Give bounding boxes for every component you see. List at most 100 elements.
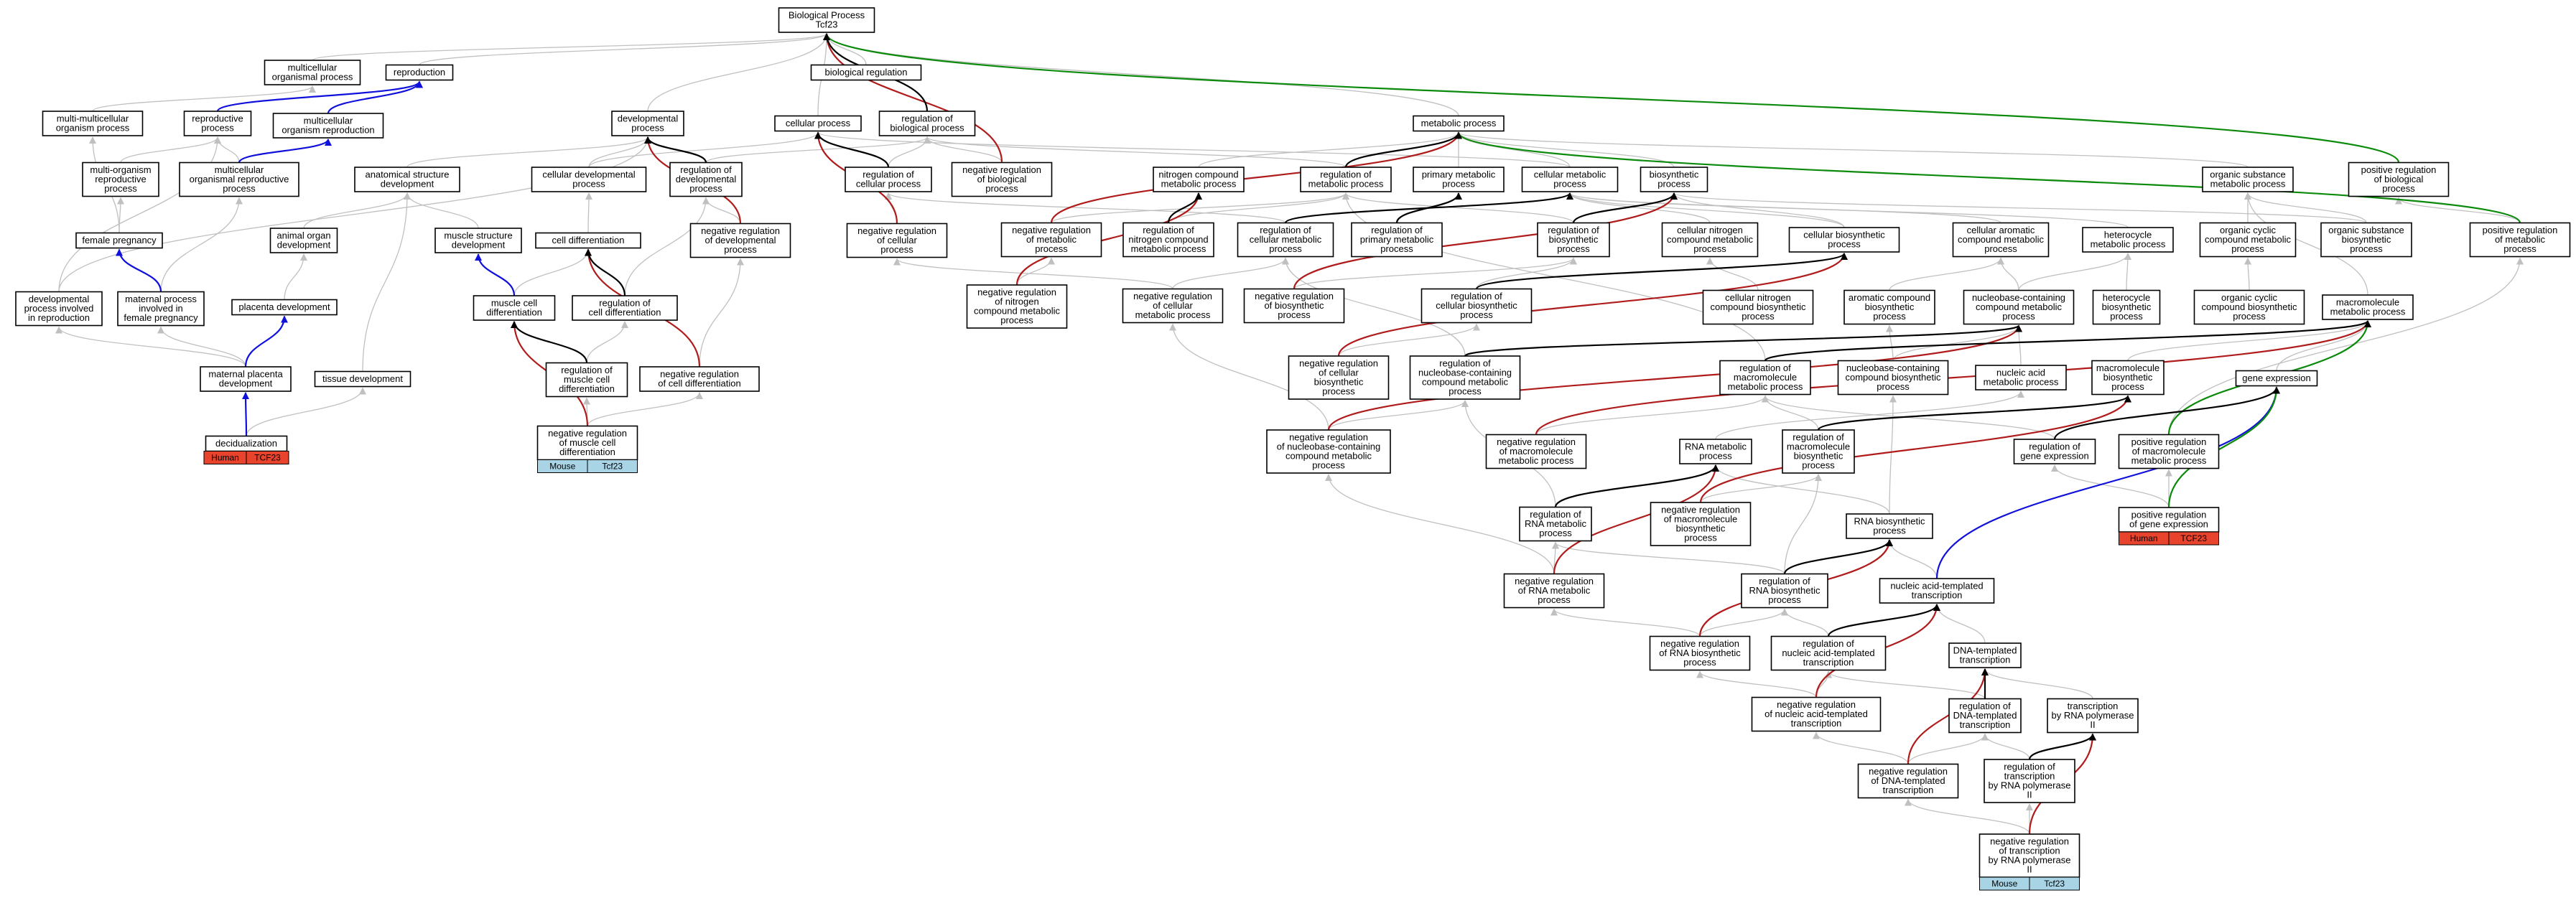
- node-label: regulation of: [1530, 509, 1581, 520]
- go-term-decidualization[interactable]: decidualization: [205, 435, 288, 452]
- go-term-cell-differentiation[interactable]: cell differentiation: [535, 232, 641, 249]
- go-term-tissue-development[interactable]: tissue development: [314, 370, 411, 388]
- node-label: female pregnancy: [82, 235, 157, 245]
- go-term-biological-regulation[interactable]: biological regulation: [810, 64, 922, 81]
- go-term-cellular-process[interactable]: cellular process: [774, 115, 862, 132]
- node-box: [1153, 167, 1245, 192]
- go-term-placenta-development[interactable]: placenta development: [231, 299, 338, 316]
- edge-default: [1762, 395, 1819, 431]
- edge-is-a: [644, 136, 707, 163]
- go-term-regulation-of-nucleobase-containing-compound-metabolic-process[interactable]: regulation ofnucleobase-containingcompou…: [1409, 355, 1521, 400]
- go-term-metabolic-process[interactable]: metabolic process: [1413, 115, 1505, 132]
- go-term-regulation-of-macromolecule-biosynthetic-process[interactable]: regulation ofmacromoleculebiosyntheticpr…: [1782, 429, 1855, 474]
- go-term-gene-expression[interactable]: gene expression: [2235, 370, 2318, 387]
- go-term-female-pregnancy[interactable]: female pregnancy: [75, 232, 163, 249]
- go-term-reproduction[interactable]: reproduction: [385, 64, 454, 81]
- node-box: [1879, 578, 1995, 604]
- node-label: by RNA polymerase: [2052, 710, 2134, 721]
